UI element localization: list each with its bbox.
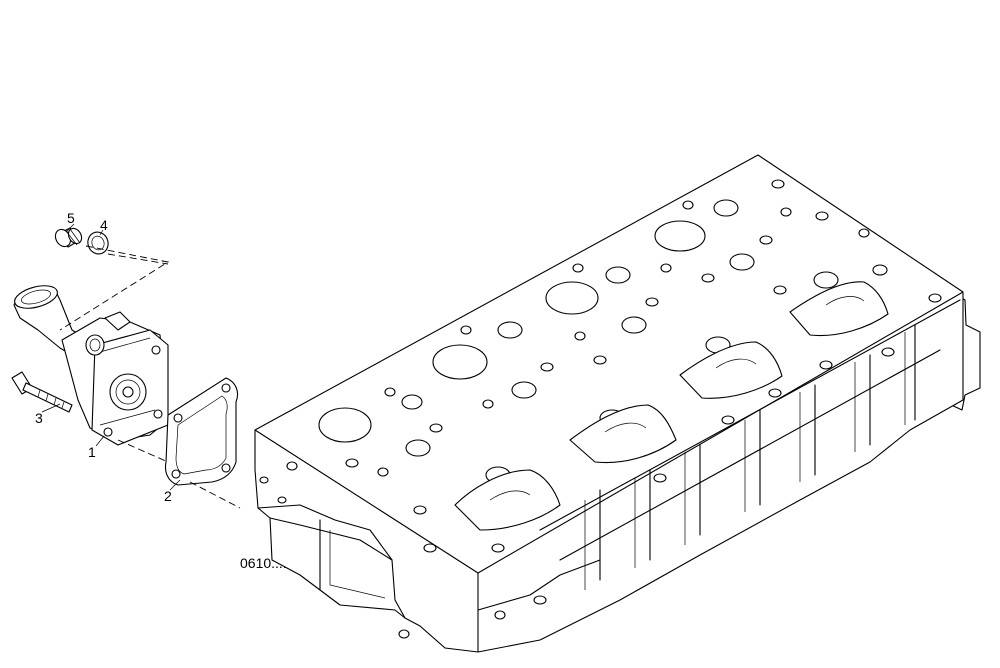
callout-label-1: 1 (88, 444, 96, 460)
callout-label-3: 3 (35, 410, 43, 426)
gasket (164, 377, 239, 486)
reference-code: 0610.... (240, 555, 287, 571)
thermostat-housing (13, 285, 169, 446)
leader-lines (41, 223, 181, 491)
o-ring (87, 231, 109, 255)
callout-label-4: 4 (100, 217, 108, 233)
callout-label-5: 5 (67, 210, 75, 226)
bolt (11, 371, 73, 413)
assembly-lines (59, 245, 241, 509)
plug (54, 227, 83, 248)
cylinder-head (254, 154, 981, 653)
callout-label-2: 2 (164, 488, 172, 504)
